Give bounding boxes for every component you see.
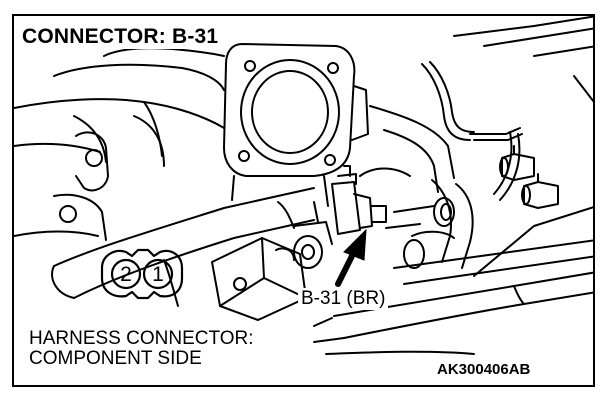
diagram-frame: 2 1 CONNECTOR: B-31 B-31 (BR) HARNESS CO… <box>12 14 595 387</box>
harness-connector-caption: HARNESS CONNECTOR: COMPONENT SIDE <box>27 329 256 369</box>
sensor-block <box>211 237 307 321</box>
callout-arrow-icon <box>335 228 367 287</box>
lower-right-hoses <box>313 206 593 343</box>
b31-connector-body <box>331 165 411 235</box>
harness-caption-line-2: COMPONENT SIDE <box>29 348 202 369</box>
vacuum-fittings <box>499 145 559 209</box>
harness-connector-face <box>100 248 184 300</box>
intake-ducting <box>14 47 225 167</box>
connector-callout-label: B-31 (BR) <box>298 288 389 310</box>
throttle-body <box>223 43 369 207</box>
lower-left-hose <box>51 187 315 307</box>
center-mechanism <box>277 201 333 269</box>
right-hose <box>369 105 474 269</box>
figure-code: AK300406AB <box>435 361 533 379</box>
left-bracket <box>14 131 109 241</box>
harness-caption-line-1: HARNESS CONNECTOR: <box>29 328 254 349</box>
upper-right-tubes <box>421 16 593 201</box>
connector-title: CONNECTOR: B-31 <box>20 25 223 49</box>
pin-1-label: 1 <box>152 263 164 286</box>
harness-leader-line <box>325 350 475 355</box>
pin-2-label: 2 <box>120 263 132 286</box>
